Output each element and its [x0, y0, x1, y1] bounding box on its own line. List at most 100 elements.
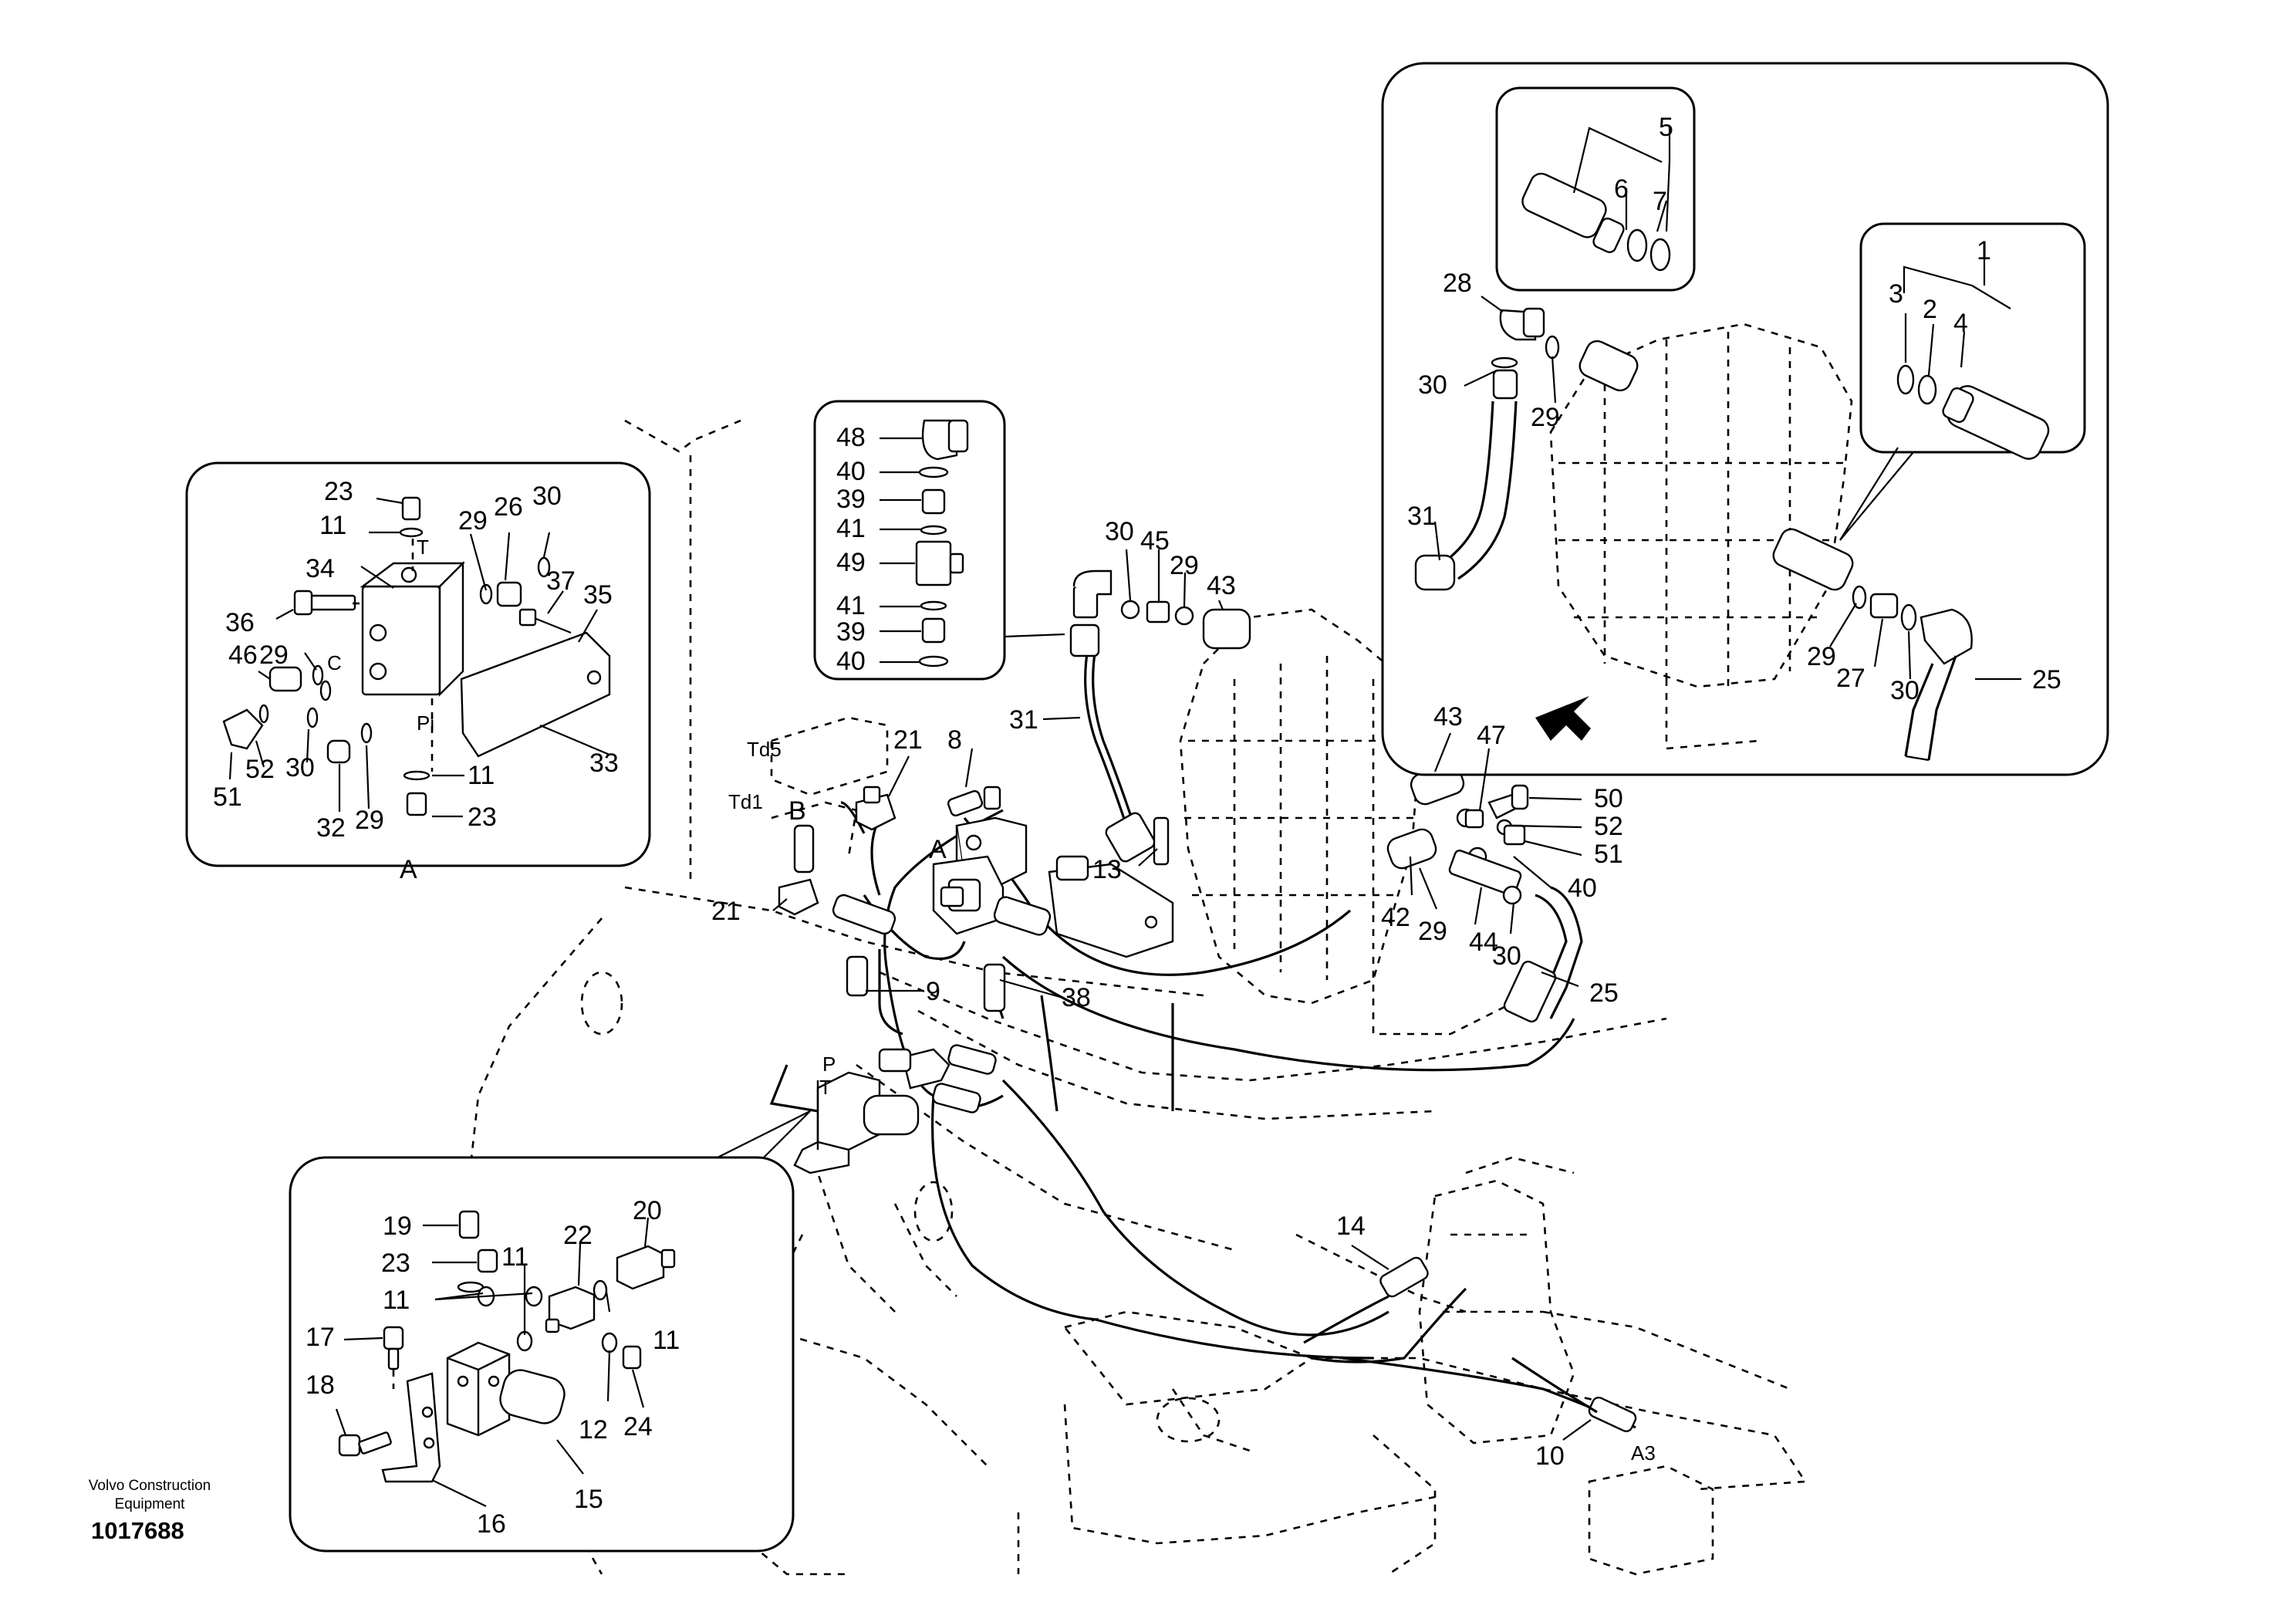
callout-inset-a-34: 34	[306, 554, 335, 583]
callout-inset-middle-48: 48	[836, 423, 866, 452]
callout-inset-bottom-22: 22	[563, 1221, 593, 1250]
port-pi: Pi	[417, 711, 434, 735]
callout-inset-a-11: 11	[319, 511, 346, 540]
callout-inset-right-6: 6	[1614, 174, 1629, 204]
port-a3: A3	[1631, 1441, 1656, 1465]
port-labels: A A B T C Pi P T Td5 Td1 A3	[327, 536, 1656, 1465]
callout-main-21: 21	[711, 897, 741, 926]
callout-inset-a-37: 37	[546, 566, 576, 596]
callout-inset-middle-41: 41	[836, 514, 866, 543]
callout-inset-right-7: 7	[1653, 187, 1667, 216]
callout-main-43: 43	[1433, 702, 1463, 732]
view-label-a-main: A	[929, 835, 947, 864]
callout-main-21: 21	[893, 725, 923, 755]
brand-line-1: Volvo Construction	[88, 1478, 211, 1494]
callout-inset-bottom-12: 12	[579, 1415, 608, 1445]
callout-inset-bottom-11: 11	[653, 1326, 680, 1355]
callout-main-38: 38	[1062, 983, 1091, 1012]
callout-inset-bottom-23: 23	[381, 1249, 410, 1278]
port-t: T	[417, 536, 429, 559]
brand-line-2: Equipment	[114, 1496, 185, 1512]
callout-inset-a-11: 11	[468, 761, 495, 790]
main-components	[778, 569, 1637, 1433]
callout-main-10: 10	[1535, 1441, 1565, 1471]
callout-inset-right-27: 27	[1836, 664, 1866, 693]
callout-inset-right-25: 25	[2032, 665, 2061, 694]
callout-inset-a-26: 26	[494, 492, 523, 522]
callout-inset-a-29: 29	[355, 806, 384, 835]
callout-inset-a-29: 29	[259, 640, 289, 670]
callout-inset-right-4: 4	[1953, 309, 1968, 338]
callout-inset-right-2: 2	[1923, 295, 1937, 324]
callout-inset-bottom-17: 17	[306, 1323, 335, 1352]
callout-inset-right-3: 3	[1889, 279, 1903, 309]
callout-inset-right-29: 29	[1531, 403, 1560, 432]
port-c: C	[327, 651, 342, 674]
callout-main-9: 9	[926, 977, 940, 1006]
callout-main-25: 25	[1589, 978, 1619, 1008]
callout-main-44: 44	[1469, 928, 1498, 957]
callout-inset-bottom-20: 20	[633, 1196, 662, 1225]
callout-main-29: 29	[1418, 917, 1447, 946]
callout-inset-a-29: 29	[458, 506, 488, 536]
callout-inset-middle-49: 49	[836, 548, 866, 577]
callout-main-45: 45	[1140, 526, 1170, 556]
callout-inset-middle-39: 39	[836, 485, 866, 514]
port-td1: Td1	[728, 790, 763, 813]
brand-caption: Volvo Construction Equipment	[65, 1477, 235, 1514]
callout-inset-right-28: 28	[1443, 269, 1472, 298]
inset-bottom-frame	[289, 1110, 811, 1553]
callout-inset-bottom-18: 18	[306, 1370, 335, 1400]
callout-inset-a-35: 35	[583, 580, 613, 610]
callout-inset-right-30: 30	[1418, 370, 1447, 400]
callout-inset-right-29: 29	[1807, 642, 1836, 671]
callout-inset-a-51: 51	[213, 782, 242, 812]
callout-main-43: 43	[1207, 571, 1236, 600]
callout-main-30: 30	[1105, 517, 1134, 546]
callout-inset-middle-40: 40	[836, 647, 866, 676]
port-t-main: T	[819, 1076, 832, 1099]
callout-inset-right-30: 30	[1890, 676, 1920, 705]
callout-inset-right-31: 31	[1407, 502, 1437, 531]
callout-inset-a-36: 36	[225, 608, 255, 637]
leader-lines	[228, 127, 2021, 1507]
callout-inset-bottom-11: 11	[501, 1242, 528, 1272]
view-label-b: B	[788, 796, 806, 826]
port-p: P	[822, 1053, 836, 1076]
callout-main-13: 13	[1092, 855, 1122, 884]
callout-inset-a-23: 23	[468, 803, 497, 832]
callout-inset-middle-40: 40	[836, 457, 866, 486]
document-number: 1017688	[91, 1517, 184, 1544]
callout-main-14: 14	[1336, 1211, 1366, 1241]
callout-main-8: 8	[947, 725, 962, 755]
callout-inset-middle-41: 41	[836, 591, 866, 620]
callout-inset-middle-39: 39	[836, 617, 866, 647]
callout-inset-a-46: 46	[228, 640, 258, 670]
callout-inset-a-33: 33	[589, 748, 619, 778]
callout-main-31: 31	[1009, 705, 1038, 735]
callout-inset-bottom-15: 15	[574, 1485, 603, 1514]
port-td5: Td5	[747, 738, 782, 761]
callout-inset-a-23: 23	[324, 477, 353, 506]
callout-inset-bottom-19: 19	[383, 1211, 412, 1241]
callout-main-52: 52	[1594, 812, 1623, 841]
callout-main-51: 51	[1594, 840, 1623, 869]
callout-main-40: 40	[1568, 874, 1597, 903]
callout-inset-bottom-11: 11	[383, 1286, 410, 1315]
callout-inset-right-5: 5	[1659, 113, 1673, 142]
callout-inset-bottom-24: 24	[623, 1412, 653, 1441]
callout-inset-a-30: 30	[285, 753, 315, 782]
inset-middle-frame	[813, 400, 1065, 681]
callout-main-30: 30	[1492, 941, 1521, 971]
callout-inset-right-1: 1	[1977, 236, 1991, 265]
callout-inset-a-32: 32	[316, 813, 346, 843]
inset-right-frame	[1381, 62, 2109, 776]
callout-main-47: 47	[1477, 721, 1506, 750]
callout-main-50: 50	[1594, 784, 1623, 813]
callout-main-42: 42	[1381, 903, 1410, 932]
callout-inset-a-52: 52	[245, 755, 275, 784]
callout-inset-a-30: 30	[532, 482, 562, 511]
